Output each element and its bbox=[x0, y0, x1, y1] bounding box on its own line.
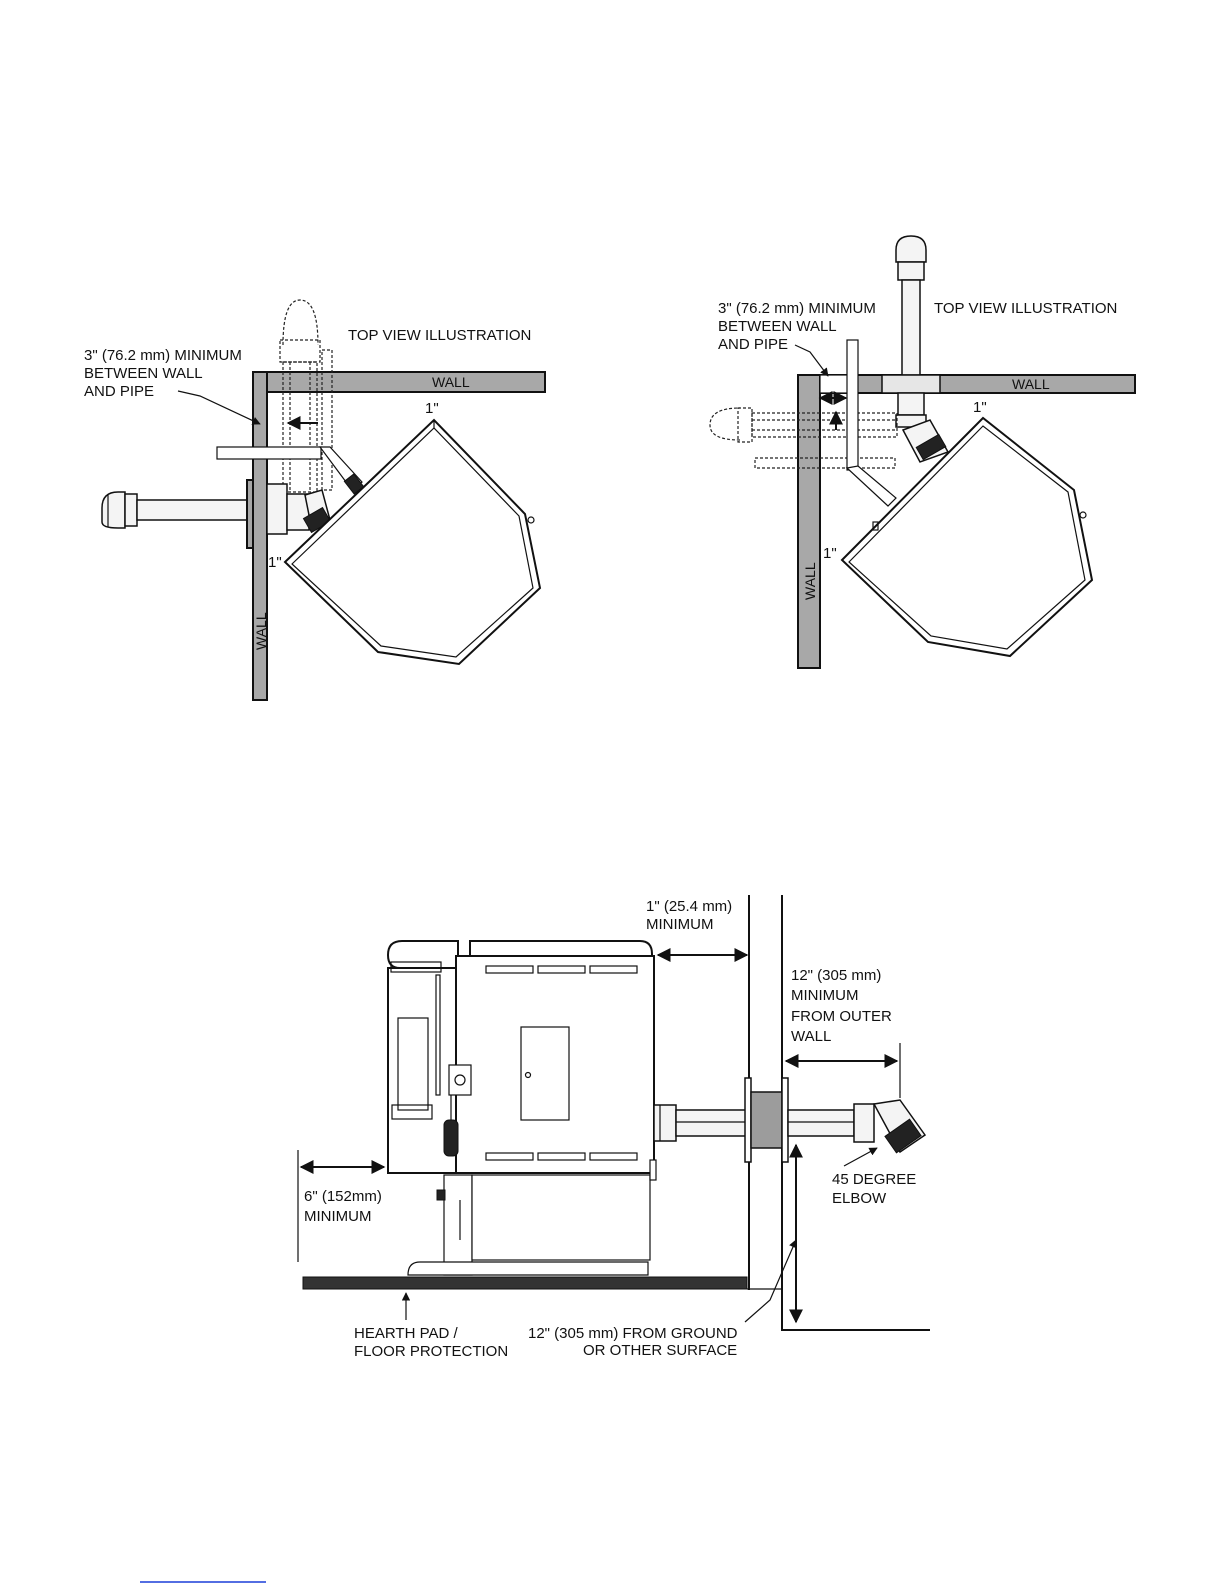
outer-clearance-line1: 12" (305 mm) bbox=[791, 967, 881, 984]
side-wall-label: WALL bbox=[802, 562, 818, 600]
stove-side bbox=[386, 940, 657, 1276]
stove-body bbox=[283, 418, 542, 666]
diagram-corner-top-view-right: WALL WALL bbox=[709, 235, 1136, 669]
support-bracket bbox=[846, 339, 859, 471]
diagram-corner-top-view-left: WALL WALL bbox=[84, 299, 546, 701]
outer-clearance-line3: FROM OUTER bbox=[791, 1008, 892, 1025]
support-bracket bbox=[216, 446, 322, 460]
side-clearance-label: 1" bbox=[823, 545, 837, 562]
clearance-note-line3: AND PIPE bbox=[718, 336, 788, 353]
front-clearance-line2: MINIMUM bbox=[304, 1208, 372, 1225]
back-clearance-line1: 1" (25.4 mm) bbox=[646, 898, 732, 915]
clearance-note-line1: 3" (76.2 mm) MINIMUM bbox=[84, 347, 242, 364]
clearance-note-line2: BETWEEN WALL bbox=[718, 318, 837, 335]
vertical-vent-pipe bbox=[881, 235, 950, 463]
hearth-label-line2: FLOOR PROTECTION bbox=[354, 1343, 508, 1360]
ground-leader-arrow bbox=[744, 1239, 797, 1323]
side-clearance-label: 1" bbox=[268, 554, 282, 571]
wall-thimble bbox=[750, 1091, 783, 1149]
elbow-label-line1: 45 DEGREE bbox=[832, 1171, 916, 1188]
top-wall bbox=[254, 371, 546, 393]
ground-line bbox=[781, 1290, 930, 1331]
alternate-vent-dashed bbox=[709, 407, 898, 469]
clearance-leader-arrow bbox=[177, 390, 261, 425]
side-wall bbox=[797, 374, 821, 669]
front-clearance-line1: 6" (152mm) bbox=[304, 1188, 382, 1205]
diagram-title: TOP VIEW ILLUSTRATION bbox=[348, 327, 531, 344]
ground-label-line2: OR OTHER SURFACE bbox=[583, 1342, 737, 1359]
elbow-leader-arrow bbox=[843, 1147, 878, 1167]
clearance-leader-arrow bbox=[794, 344, 829, 377]
top-clearance-label: 1" bbox=[973, 399, 987, 416]
outer-clearance-line2: MINIMUM bbox=[791, 987, 859, 1004]
diagram-title: TOP VIEW ILLUSTRATION bbox=[934, 300, 1117, 317]
top-wall-label: WALL bbox=[1012, 376, 1050, 392]
hearth-label-line1: HEARTH PAD / bbox=[354, 1325, 458, 1342]
elbow-label-line2: ELBOW bbox=[832, 1190, 887, 1207]
alternate-vent-dashed bbox=[279, 299, 333, 493]
clearance-note-line1: 3" (76.2 mm) MINIMUM bbox=[718, 300, 876, 317]
elbow-pipe-section bbox=[845, 465, 897, 507]
clearance-note-line2: BETWEEN WALL bbox=[84, 365, 203, 382]
top-clearance-label: 1" bbox=[425, 400, 439, 417]
top-wall-label: WALL bbox=[432, 374, 470, 390]
hearth-pad bbox=[302, 1276, 748, 1290]
ground-label-line1: 12" (305 mm) FROM GROUND bbox=[528, 1325, 738, 1342]
back-clearance-line2: MINIMUM bbox=[646, 916, 714, 933]
outer-clearance-line4: WALL bbox=[791, 1028, 831, 1045]
side-wall-label: WALL bbox=[253, 612, 269, 650]
stove-body bbox=[840, 416, 1094, 658]
vent-pipe-through-wall bbox=[653, 1077, 927, 1163]
clearance-note-line3: AND PIPE bbox=[84, 383, 154, 400]
diagram-side-view: 1" (25.4 mm) MINIMUM 12" (305 mm) MINIMU… bbox=[297, 895, 930, 1360]
horizontal-vent-pipe bbox=[101, 479, 332, 549]
